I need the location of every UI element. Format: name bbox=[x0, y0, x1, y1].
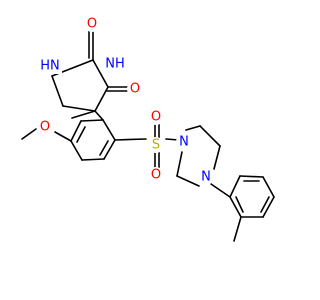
bonds bbox=[21, 29, 275, 242]
bond bbox=[199, 125, 221, 147]
o-carbonyl-top-label: O bbox=[87, 17, 97, 32]
bond bbox=[176, 175, 200, 187]
bond bbox=[103, 139, 116, 160]
bond bbox=[229, 196, 242, 218]
nh-left-label: HN bbox=[40, 59, 60, 74]
bond bbox=[229, 175, 241, 198]
bond bbox=[70, 140, 83, 161]
o-carbonyl-right-label: O bbox=[130, 82, 140, 97]
bond bbox=[260, 196, 270, 213]
o-carbonyl-right-atom: O bbox=[127, 81, 143, 97]
bond bbox=[239, 175, 264, 178]
o-sulfonyl-top-atom: O bbox=[148, 109, 164, 125]
bond bbox=[62, 105, 96, 112]
bond bbox=[71, 110, 96, 119]
nh-left-atom: HN bbox=[38, 59, 62, 74]
s-sulfonyl-label: S bbox=[152, 138, 160, 153]
bond bbox=[114, 138, 147, 141]
n-piperazine-bottom-atom: N bbox=[198, 169, 214, 185]
molecule-structure: O HN NH O O S O O bbox=[21, 16, 275, 242]
bond bbox=[176, 151, 183, 177]
nh-right-label: NH bbox=[105, 57, 125, 72]
bond bbox=[76, 126, 86, 143]
atom-labels: O HN NH O O S O O bbox=[37, 16, 214, 185]
bond bbox=[235, 196, 244, 213]
bond bbox=[102, 119, 116, 141]
bond bbox=[185, 125, 201, 131]
n-piperazine-top-label: N bbox=[179, 135, 189, 150]
bond bbox=[233, 216, 242, 242]
o-sulfonyl-bottom-label: O bbox=[151, 168, 161, 183]
nh-right-atom: NH bbox=[103, 57, 127, 72]
bond bbox=[80, 119, 104, 122]
o-sulfonyl-top-label: O bbox=[151, 110, 161, 125]
bond bbox=[94, 110, 104, 121]
bond bbox=[21, 128, 37, 140]
o-methoxy-label: O bbox=[40, 120, 50, 135]
bond bbox=[210, 183, 231, 198]
bond bbox=[54, 131, 72, 142]
s-sulfonyl-atom: S bbox=[148, 137, 164, 153]
n-piperazine-bottom-label: N bbox=[201, 170, 211, 185]
o-methoxy-atom: O bbox=[37, 119, 53, 135]
bond bbox=[51, 75, 64, 107]
bond bbox=[94, 86, 109, 112]
n-piperazine-top-atom: N bbox=[176, 134, 192, 150]
o-sulfonyl-bottom-atom: O bbox=[148, 167, 164, 183]
bond bbox=[262, 196, 275, 218]
bond bbox=[213, 145, 221, 170]
bond bbox=[262, 176, 275, 198]
bond bbox=[81, 158, 105, 161]
bond bbox=[70, 120, 82, 142]
o-carbonyl-top-atom: O bbox=[84, 16, 100, 32]
bond bbox=[92, 59, 109, 88]
bond bbox=[99, 140, 109, 156]
